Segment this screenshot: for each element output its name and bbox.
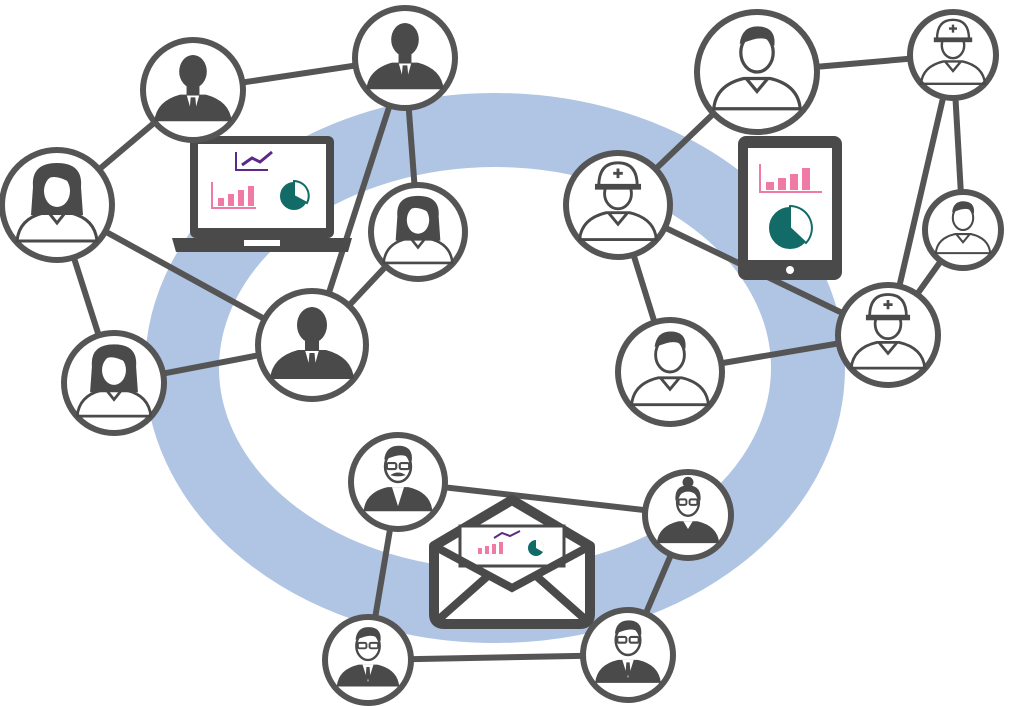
person-node bbox=[563, 150, 673, 260]
person-node bbox=[140, 37, 246, 143]
chart-thumbnail bbox=[759, 164, 822, 251]
person-node bbox=[694, 9, 820, 135]
person-node bbox=[61, 330, 167, 436]
chart-thumbnail bbox=[478, 530, 545, 556]
person-node bbox=[580, 607, 676, 703]
person-node bbox=[322, 614, 414, 706]
person-node bbox=[907, 9, 999, 101]
chart-thumbnail bbox=[211, 150, 310, 212]
laptop-icon bbox=[172, 136, 352, 252]
envelope-icon bbox=[429, 495, 595, 629]
person-node bbox=[642, 469, 734, 561]
person-node bbox=[0, 147, 115, 263]
tablet-icon bbox=[738, 136, 842, 280]
person-node bbox=[615, 317, 725, 427]
person-node bbox=[255, 288, 369, 402]
person-node bbox=[352, 5, 458, 111]
person-node bbox=[922, 189, 1004, 271]
person-node bbox=[835, 282, 941, 388]
person-node bbox=[348, 432, 448, 532]
person-node bbox=[368, 182, 468, 282]
